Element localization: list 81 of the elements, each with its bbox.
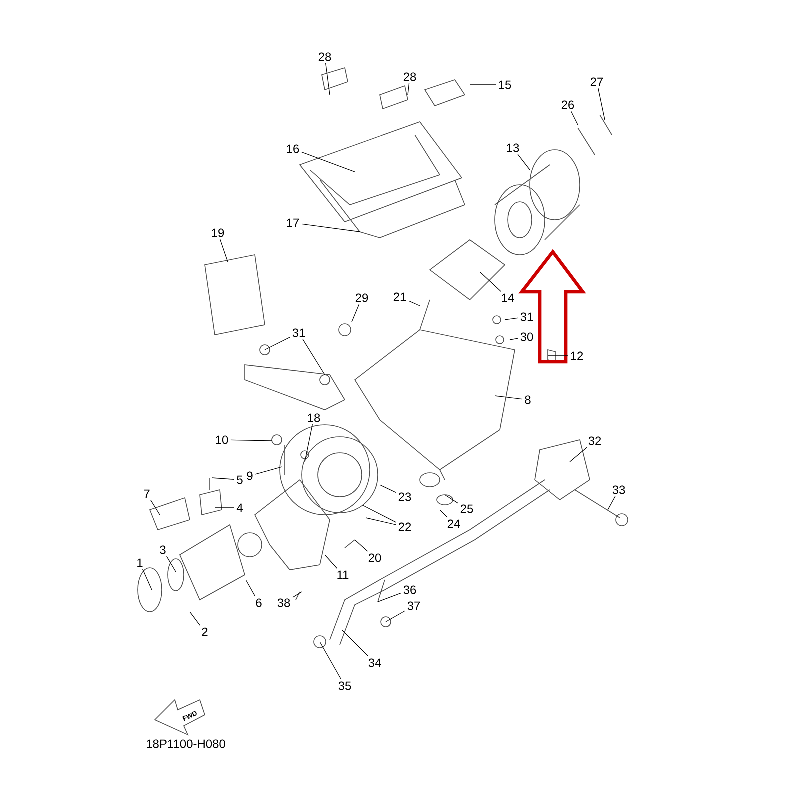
leader-line [380,484,396,494]
callout-number: 22 [398,522,412,532]
callout-number: 4 [236,504,243,512]
leader-line [570,111,578,126]
leader-line [386,610,406,622]
leader-line [230,440,272,442]
leader-line [470,84,496,86]
callout-number: 26 [562,100,574,110]
leader-line [366,518,396,526]
leader-line [444,494,458,504]
leader-line [378,593,402,602]
callout-number: 18 [308,414,320,422]
leader-line [302,152,356,172]
leader-line [354,540,368,552]
leader-line [304,424,313,462]
leader-line [342,630,369,657]
callout-number: 6 [256,598,262,608]
callout-number: 27 [590,78,604,86]
callout-number: 25 [460,504,474,514]
leader-line [408,83,410,96]
leader-line [324,554,338,569]
callout-number: 1 [138,558,143,568]
leader-line [352,304,360,322]
callout-number: 38 [278,598,290,608]
leader-line [302,339,326,376]
leader-line [190,612,200,626]
callout-number: 35 [338,682,352,690]
callout-number: 5 [237,476,243,484]
leader-line [320,642,342,680]
callout-number: 16 [287,144,300,154]
callout-number: 8 [525,396,531,404]
leader-line [408,300,420,306]
callout-number: 31 [520,312,534,322]
leader-line [292,592,302,598]
callout-number: 20 [368,554,382,562]
callout-number: 36 [404,586,416,594]
callout-number: 15 [499,80,512,90]
callout-number: 31 [292,328,306,338]
callout-number: 13 [507,144,520,152]
callout-number: 14 [502,294,514,302]
callout-number: 19 [212,228,224,238]
leader-line [220,239,228,262]
leader-line [504,318,518,320]
leader-line [440,510,448,518]
callout-number: 29 [356,294,368,302]
leader-line [246,580,256,597]
leader-line [494,396,523,400]
leader-line [518,154,530,170]
leader-line [166,556,176,572]
leader-line [362,504,396,523]
leader-line [212,478,235,480]
leader-line [326,63,330,96]
callout-number: 34 [368,658,382,668]
leader-line [570,447,588,462]
callout-number: 32 [588,436,602,446]
callout-number: 28 [404,72,416,82]
callout-number: 7 [144,490,150,498]
leader-line [480,272,502,292]
callout-number: 12 [571,352,584,360]
callout-number: 28 [318,52,332,62]
leader-line [255,466,282,475]
callout-number: 23 [398,492,412,502]
part-code: 18P1100-H080 [147,740,226,748]
callout-number: 33 [612,486,626,494]
callout-number: 3 [160,546,166,554]
callout-number: 11 [338,570,349,580]
callout-number: 17 [287,218,300,228]
callout-number: 30 [520,332,534,342]
leader-line [264,337,290,350]
callout-number: 2 [202,628,208,636]
leader-line [142,569,152,590]
leader-line [608,496,616,510]
callout-number: 10 [216,436,228,444]
callout-number: 24 [448,520,460,528]
callout-number: 9 [247,472,253,480]
callout-number: 21 [394,292,406,302]
callout-number: 37 [408,602,420,610]
leader-line [302,224,360,232]
leader-line [150,500,160,516]
leader-line [598,88,606,120]
leader-line [510,338,518,340]
